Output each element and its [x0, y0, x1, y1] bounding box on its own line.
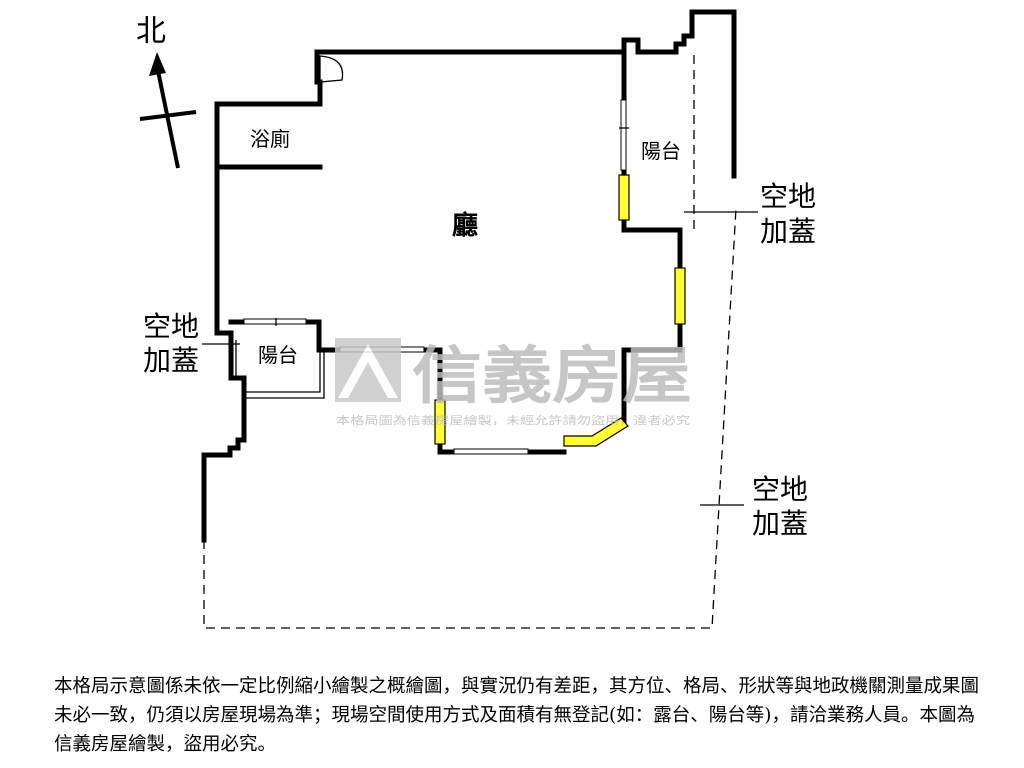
- wall-inner-notch: [421, 347, 443, 403]
- window-right-side: [674, 267, 686, 325]
- annotation-right-upper-line2: 加蓋: [760, 215, 816, 248]
- wall-right-upper: [621, 217, 683, 327]
- watermark-brand: 信義房屋: [412, 339, 692, 412]
- windows: [434, 174, 686, 447]
- north-arrow-icon: [149, 52, 166, 76]
- disclaimer-text: 本格局示意圖係未依一定比例縮小繪製之概繪圖，與實況仍有差距，其方位、格局、形狀等…: [54, 676, 980, 755]
- slider-door-bottom: [453, 448, 529, 455]
- window-bottom-notch: [434, 399, 446, 445]
- room-label-living: 廳: [452, 210, 478, 241]
- wall-left-balcony-right: [303, 319, 343, 353]
- wall-top-right: [621, 9, 737, 179]
- room-label-balcony-left: 陽台: [258, 343, 298, 367]
- watermark-logo-icon: [335, 338, 401, 402]
- room-label-bathroom: 浴廁: [250, 127, 290, 151]
- annotation-right-lower-line2: 加蓋: [752, 507, 808, 540]
- window-right-balcony: [618, 174, 630, 221]
- entry-door: [319, 55, 344, 83]
- left-balcony-rail-inner: [244, 350, 325, 399]
- north-label: 北: [136, 14, 166, 49]
- annotation-right-upper-line1: 空地: [760, 180, 816, 213]
- watermark: 信義房屋 本格局圖為信義房屋繪製，未經允許請勿盜用，違者必究: [335, 338, 692, 427]
- compass: 北: [136, 14, 197, 169]
- left-balcony-rail: [244, 350, 321, 393]
- door-swing-icon: [319, 55, 344, 83]
- annotation-left-line1: 空地: [143, 310, 199, 343]
- extension-boundaries: [202, 55, 758, 629]
- room-label-balcony-right: 陽台: [641, 139, 681, 163]
- watermark-notice: 本格局圖為信義房屋繪製，未經允許請勿盜用，違者必究: [336, 413, 690, 427]
- annotation-left-line2: 加蓋: [143, 344, 199, 377]
- floor-plan: 北: [136, 9, 816, 629]
- compass-crossbar: [139, 110, 197, 121]
- wall-outer-main: [201, 49, 627, 543]
- slider-door-right-balcony: [620, 99, 627, 171]
- slider-door-left-balcony: [243, 318, 307, 325]
- walls: [201, 9, 737, 543]
- annotation-right-lower-line1: 空地: [752, 473, 808, 506]
- window-bay-corner: [563, 417, 629, 447]
